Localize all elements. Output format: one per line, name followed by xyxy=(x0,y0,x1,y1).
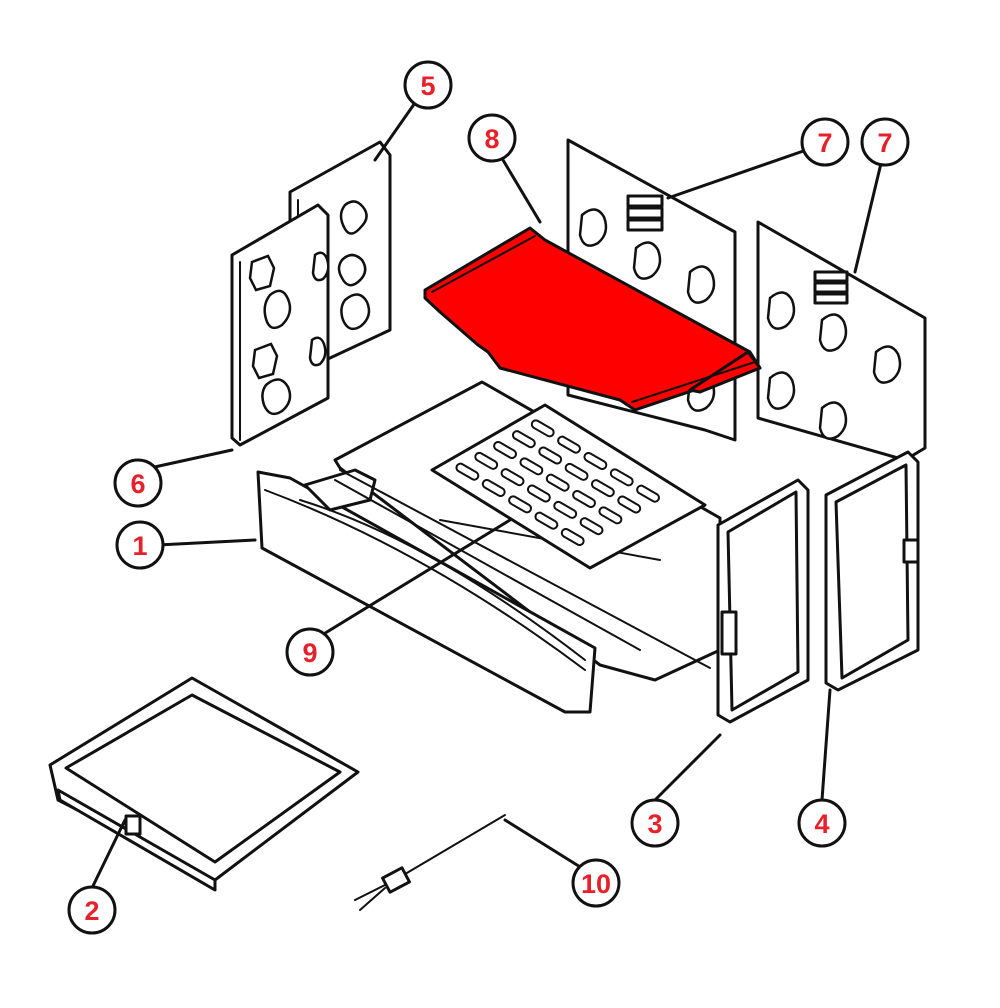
grate-slot xyxy=(534,511,559,530)
callout-7a: 7 xyxy=(800,117,850,167)
part-9-grate xyxy=(430,403,707,570)
part-6-panel xyxy=(230,203,330,447)
callout-2-label: 2 xyxy=(84,896,99,926)
callout-9: 9 xyxy=(285,627,335,677)
grate-slot xyxy=(560,528,585,547)
grate-slot xyxy=(530,419,555,438)
grate-slot xyxy=(609,468,634,487)
part-10-tool xyxy=(354,814,506,911)
callout-3: 3 xyxy=(630,798,680,848)
callout-labels: 1 2 3 4 5 6 7 7 xyxy=(67,60,910,935)
callout-8: 8 xyxy=(467,113,517,163)
grate-slot xyxy=(474,451,499,470)
grate-slot xyxy=(500,468,525,487)
part-3-door-frame xyxy=(716,478,810,724)
callout-5: 5 xyxy=(403,60,453,110)
grate-slot xyxy=(455,462,480,481)
part-7-panel-side xyxy=(756,220,927,462)
part-8-baffle-highlighted xyxy=(423,226,762,412)
leader-lines xyxy=(90,98,885,890)
part-1-front-frame xyxy=(256,380,722,714)
grate-slot xyxy=(481,479,506,498)
callout-10-label: 10 xyxy=(581,869,611,899)
callout-4: 4 xyxy=(797,798,847,848)
callout-4-label: 4 xyxy=(814,809,829,839)
grate-slot xyxy=(526,484,551,503)
callout-8-label: 8 xyxy=(484,124,499,154)
grate-slot xyxy=(511,430,536,449)
callout-3-label: 3 xyxy=(647,809,662,839)
grate-slot xyxy=(519,457,544,476)
callout-5-label: 5 xyxy=(420,71,435,101)
callout-1: 1 xyxy=(115,520,165,570)
grate-slot xyxy=(545,473,570,492)
grate-slot xyxy=(590,479,615,498)
grate-slot xyxy=(617,495,642,514)
callout-6: 6 xyxy=(113,458,163,508)
grate-slot xyxy=(579,517,604,536)
callout-1-label: 1 xyxy=(132,531,147,561)
part-4-door-frame xyxy=(824,450,920,692)
grate-slots xyxy=(455,419,660,547)
grate-slot xyxy=(508,495,532,514)
callout-2: 2 xyxy=(67,885,117,935)
callout-9-label: 9 xyxy=(302,638,317,668)
callout-7a-label: 7 xyxy=(817,128,832,158)
grate-slot xyxy=(553,500,578,519)
grate-slot xyxy=(557,435,581,454)
grate-slot xyxy=(538,446,563,465)
grate-slot xyxy=(564,462,589,481)
grate-slot xyxy=(636,484,660,503)
grate-slot xyxy=(583,452,608,471)
grate-slot xyxy=(598,506,623,525)
callout-6-label: 6 xyxy=(130,469,145,499)
grate-slot xyxy=(493,441,517,460)
grate-slot xyxy=(572,490,596,509)
callout-7b: 7 xyxy=(860,117,910,167)
callout-7b-label: 7 xyxy=(877,128,892,158)
part-2-ash-pan xyxy=(48,676,360,892)
callout-10: 10 xyxy=(571,858,621,908)
